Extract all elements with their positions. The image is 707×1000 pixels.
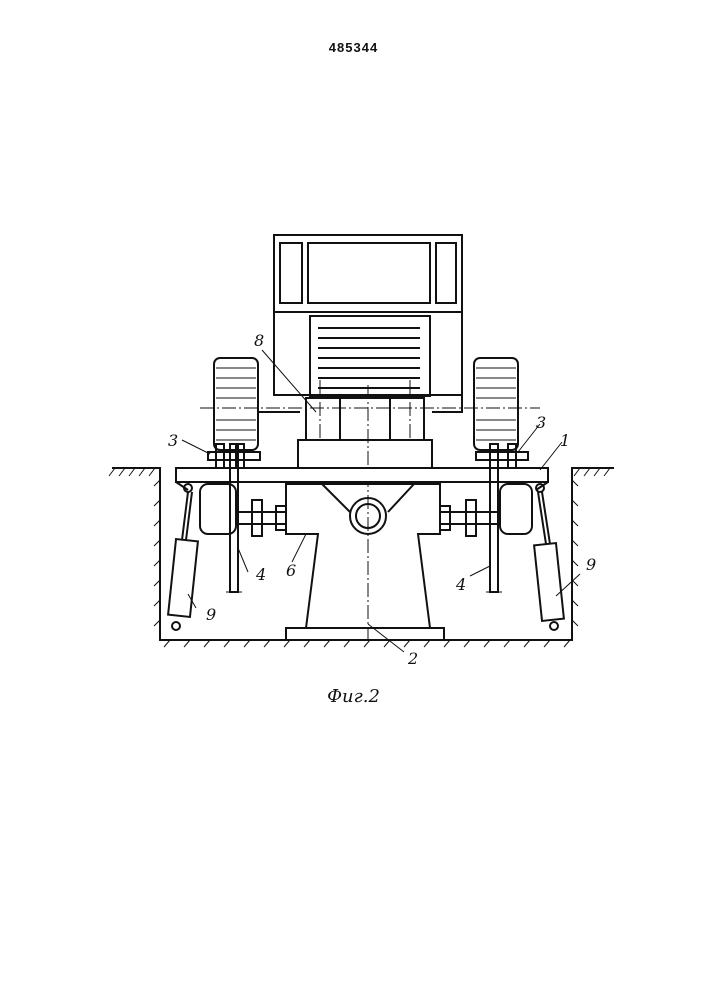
label-9-left: 9 <box>206 605 216 624</box>
label-9-right: 9 <box>586 555 596 574</box>
label-3-right: 3 <box>536 413 546 432</box>
label-6: 6 <box>286 561 296 580</box>
label-8: 8 <box>254 331 264 350</box>
base-plate <box>286 628 444 640</box>
label-4-right: 4 <box>455 575 466 594</box>
hydraulic-cylinders <box>168 484 564 630</box>
tractor-wheels <box>214 358 518 450</box>
stakes <box>226 444 502 592</box>
label-1: 1 <box>560 431 570 450</box>
label-2: 2 <box>407 649 418 668</box>
tractor-cab <box>258 235 462 468</box>
radiator-grille <box>318 328 420 388</box>
figure-caption: Фиг.2 <box>0 686 707 707</box>
label-3-left: 3 <box>168 431 178 450</box>
label-4-left: 4 <box>255 565 266 584</box>
